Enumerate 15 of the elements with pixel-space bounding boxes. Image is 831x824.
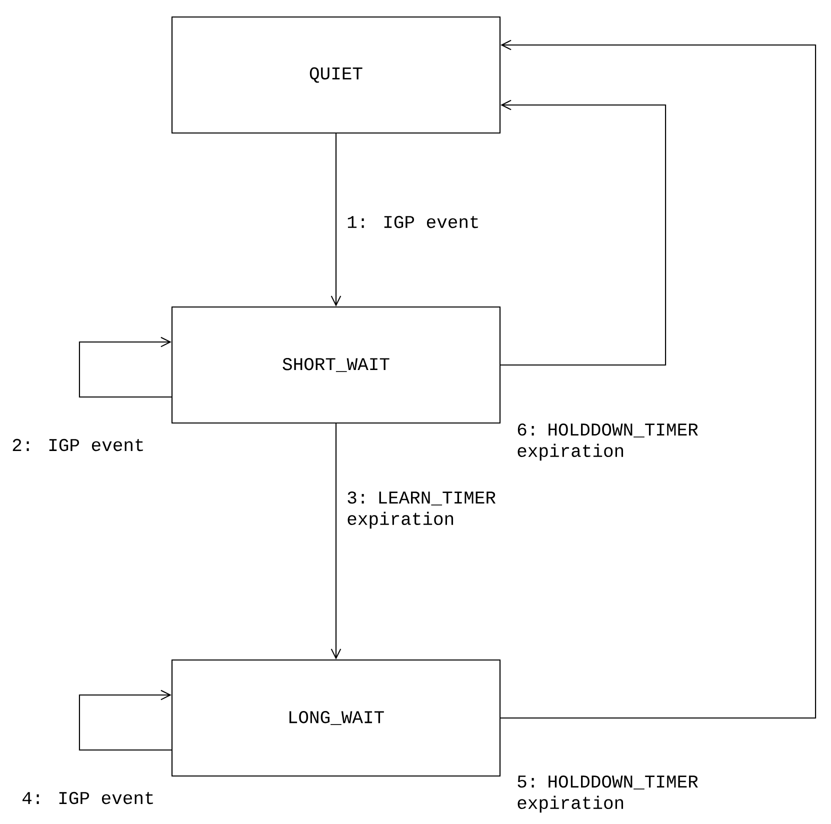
arrow xyxy=(500,100,666,366)
arrow xyxy=(78,336,172,398)
state-box: LONG_WAIT xyxy=(171,659,501,777)
state-box: SHORT_WAIT xyxy=(171,306,501,424)
arrow xyxy=(330,134,342,306)
edge-label: 2: IGP event xyxy=(12,438,143,452)
edge-label: 1: IGP event xyxy=(348,216,478,228)
arrow xyxy=(500,40,816,719)
edge-label: 4: IGP event xyxy=(22,792,153,804)
edge-label: 3: LEARN_TIMER expiration xyxy=(348,491,496,529)
state-box: QUIET xyxy=(171,16,501,134)
arrow xyxy=(330,424,342,660)
edge-label: 5: HOLDDOWN_TIMER expiration xyxy=(518,775,698,813)
edge-label: 6: HOLDDOWN_TIMER expiration xyxy=(518,423,698,461)
arrow xyxy=(78,690,172,751)
